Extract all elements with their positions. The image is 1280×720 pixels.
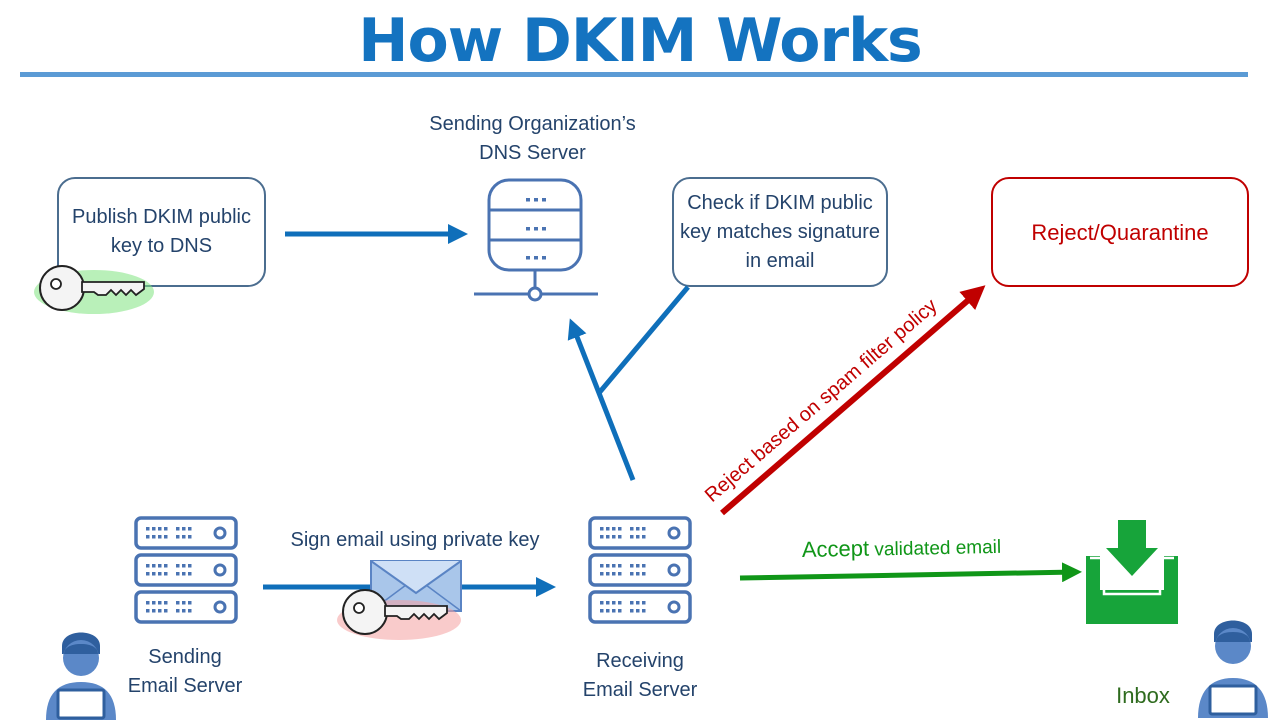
- receiving-server-rack-icon: [588, 516, 692, 624]
- accept-arrow-label-bold: Accept: [802, 536, 870, 562]
- inbox-label: Inbox: [1116, 683, 1170, 708]
- inbox-icon: [1086, 520, 1178, 624]
- sending-server-line2: Email Server: [127, 675, 243, 697]
- publish-dkim-text: Publish DKIM public key to DNS: [72, 206, 251, 257]
- sending-server-rack-icon: [134, 516, 238, 624]
- public-key-icon: [34, 265, 154, 314]
- reject-quarantine-box: Reject/Quarantine: [991, 177, 1249, 287]
- reject-arrow-label: Reject based on spam filter policy: [701, 295, 942, 507]
- accept-arrow: [739, 562, 1082, 583]
- accept-arrow-label: Accept validated email: [802, 533, 1002, 562]
- page-title: How DKIM Works: [358, 6, 922, 76]
- reject-arrow: [720, 285, 986, 516]
- verify-dkim-arrow: [567, 285, 690, 481]
- publish-dkim-box: Publish DKIM public key to DNS: [57, 177, 266, 287]
- title-underline: [20, 72, 1248, 77]
- receiving-server-label: Receiving Email Server: [560, 647, 720, 705]
- accept-arrow-label-rest: validated email: [869, 537, 1001, 561]
- reject-quarantine-text: Reject/Quarantine: [1031, 219, 1209, 245]
- dns-server-label-line2: DNS Server: [479, 142, 586, 164]
- receiving-server-line2: Email Server: [582, 679, 698, 701]
- sending-server-line1: Sending: [148, 646, 222, 668]
- dns-server-label-line1: Sending Organization’s: [429, 113, 636, 135]
- dns-server-label: Sending Organization’s DNS Server: [400, 110, 665, 168]
- recipient-user-laptop-icon: [1198, 620, 1268, 718]
- sending-server-label: Sending Email Server: [105, 643, 265, 701]
- sender-user-laptop-icon: [46, 632, 116, 720]
- sign-email-label: Sign email using private key: [290, 529, 540, 551]
- database-server-icon: [474, 178, 598, 302]
- receiving-server-line1: Receiving: [596, 650, 684, 672]
- check-dkim-box: Check if DKIM public key matches signatu…: [672, 177, 888, 287]
- check-dkim-text: Check if DKIM public key matches signatu…: [679, 191, 881, 272]
- private-key-icon: [337, 589, 461, 640]
